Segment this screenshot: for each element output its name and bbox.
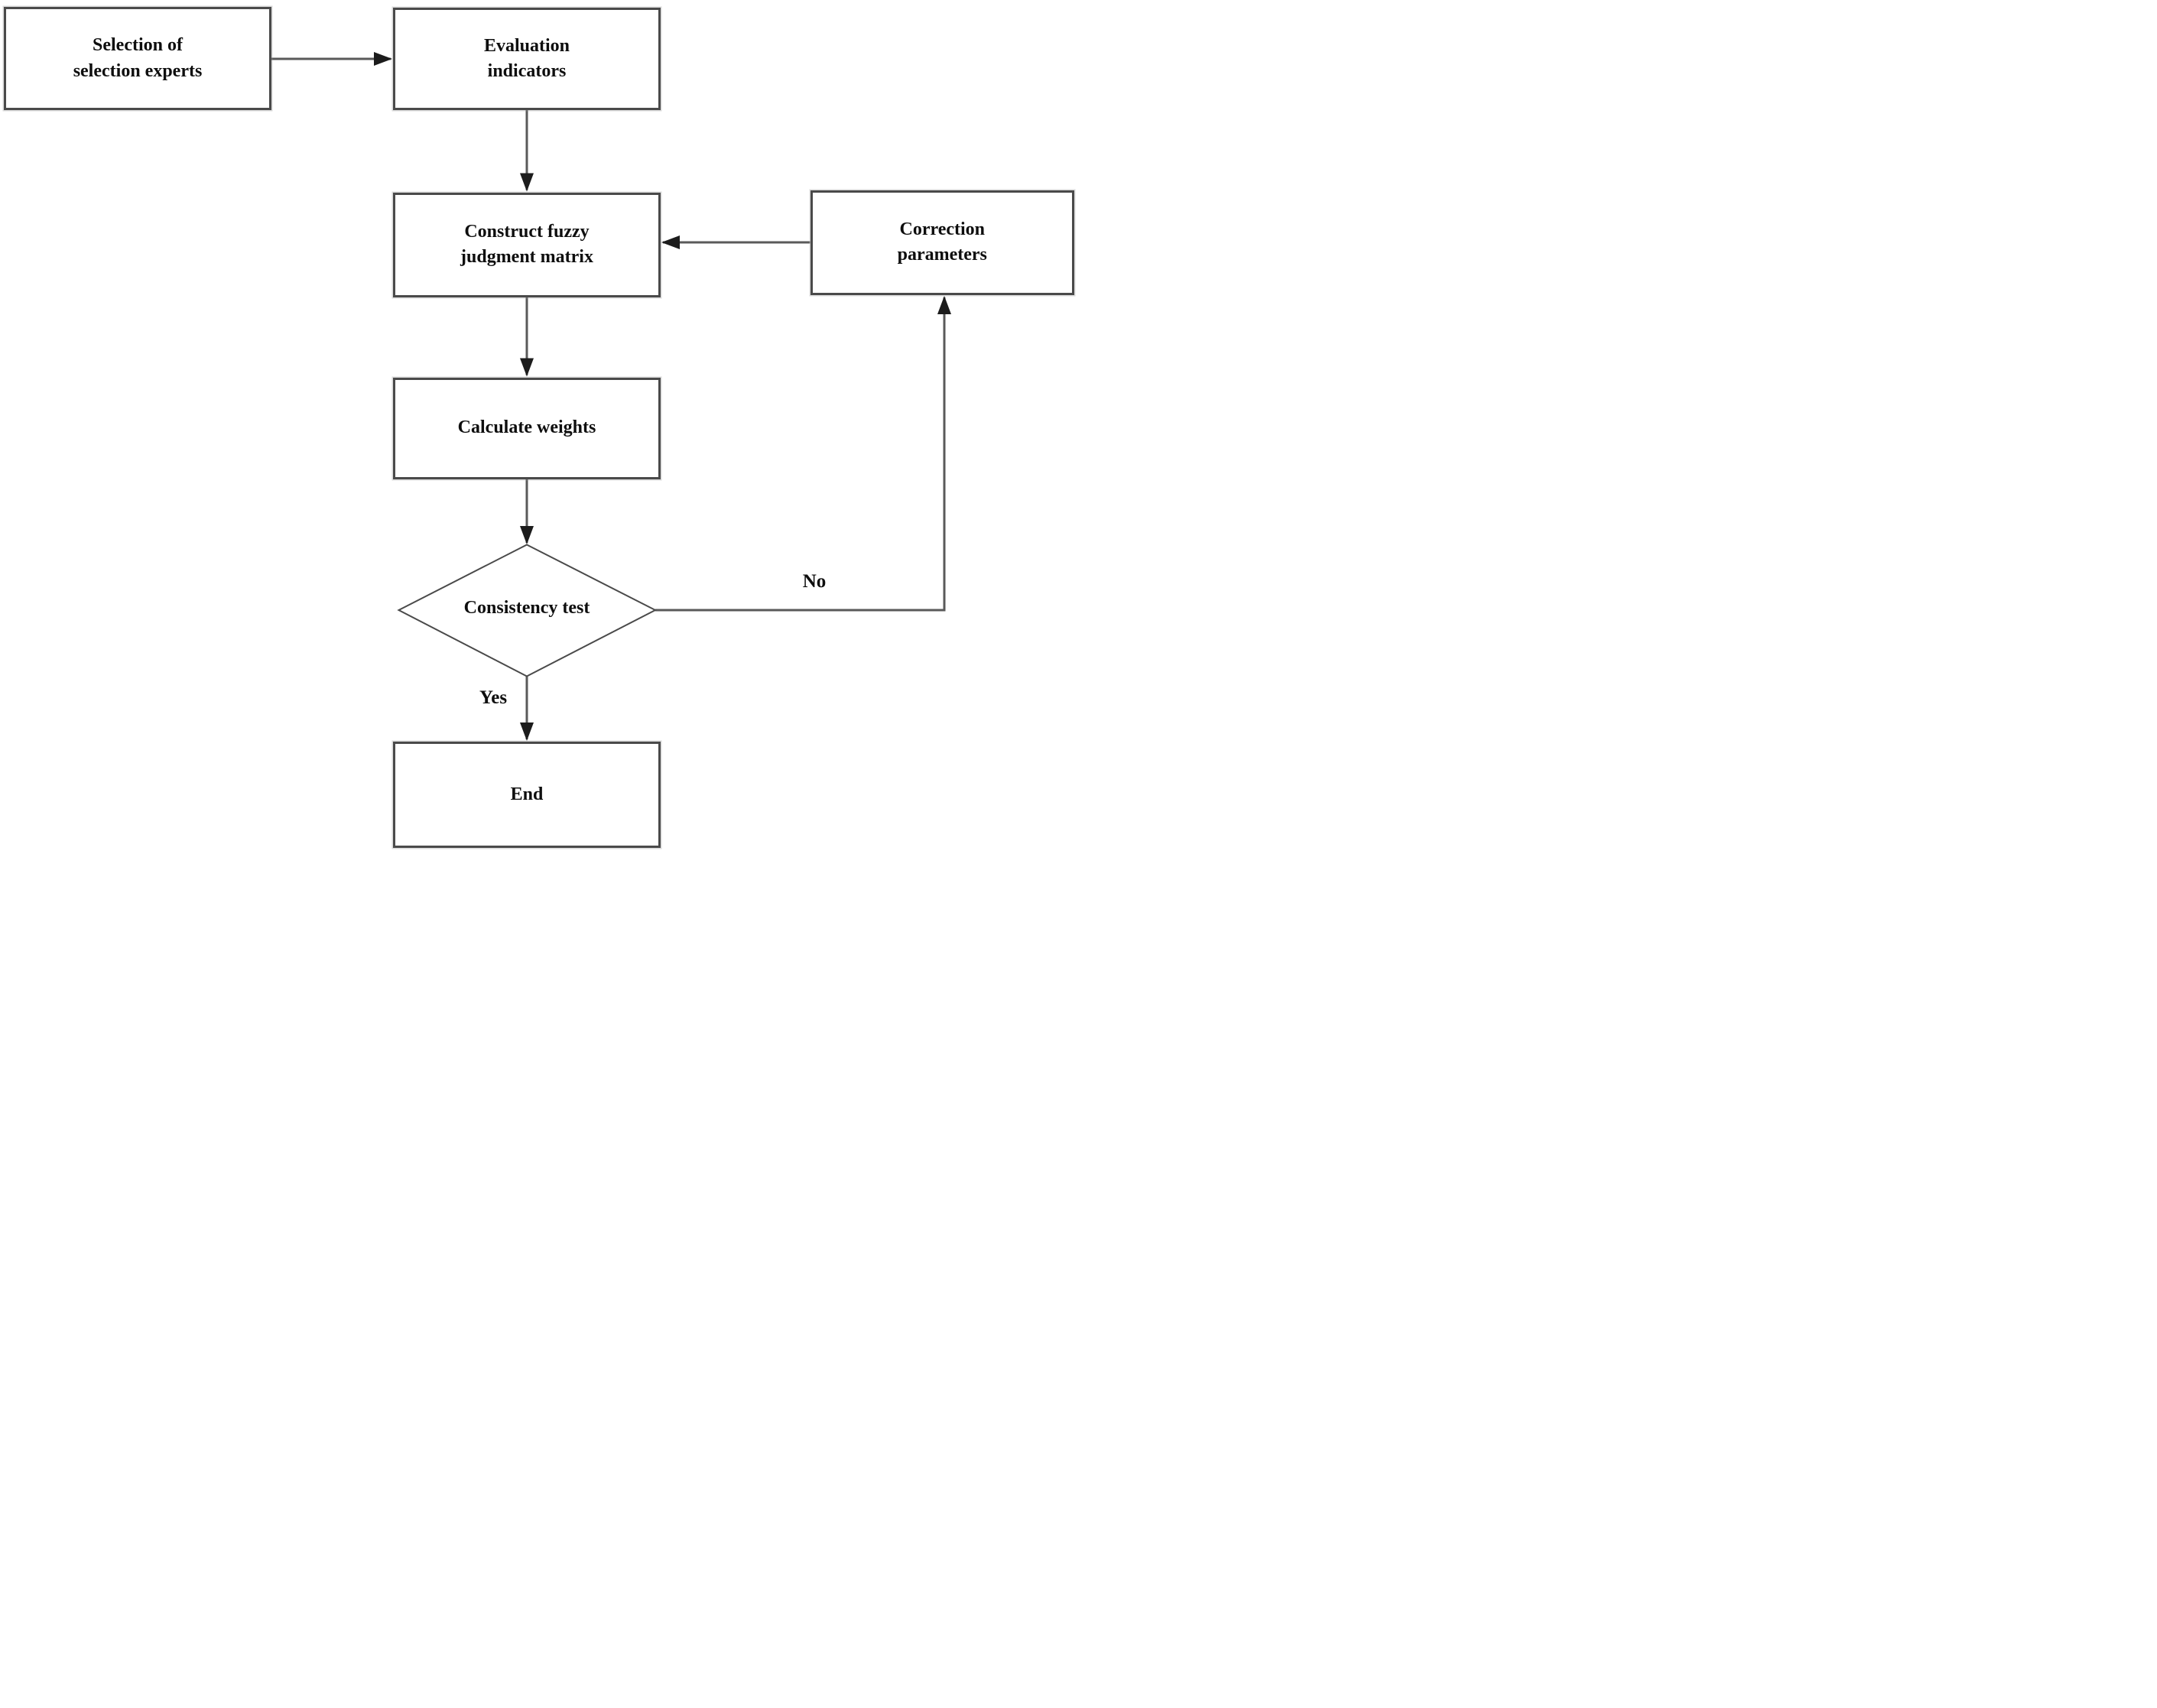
node-calculate-weights: Calculate weights [393,377,661,479]
flowchart-canvas: Selection of selection experts Evaluatio… [0,0,1079,854]
connector-layer [271,52,951,741]
edge-label-no: No [802,571,827,592]
node-correction-parameters: Correction parameters [810,190,1074,295]
edge-label-yes: Yes [479,687,508,708]
node-construct-fuzzy-judgment-matrix: Construct fuzzy judgment matrix [393,192,661,297]
node-selection-of-experts: Selection of selection experts [4,7,271,110]
consistency-diamond [397,544,658,677]
node-end: End [393,742,661,848]
no-path-consistency-to-correction [655,296,951,612]
node-consistency-test-label: Consistency test [463,598,590,618]
node-evaluation-indicators: Evaluation indicators [393,8,661,110]
